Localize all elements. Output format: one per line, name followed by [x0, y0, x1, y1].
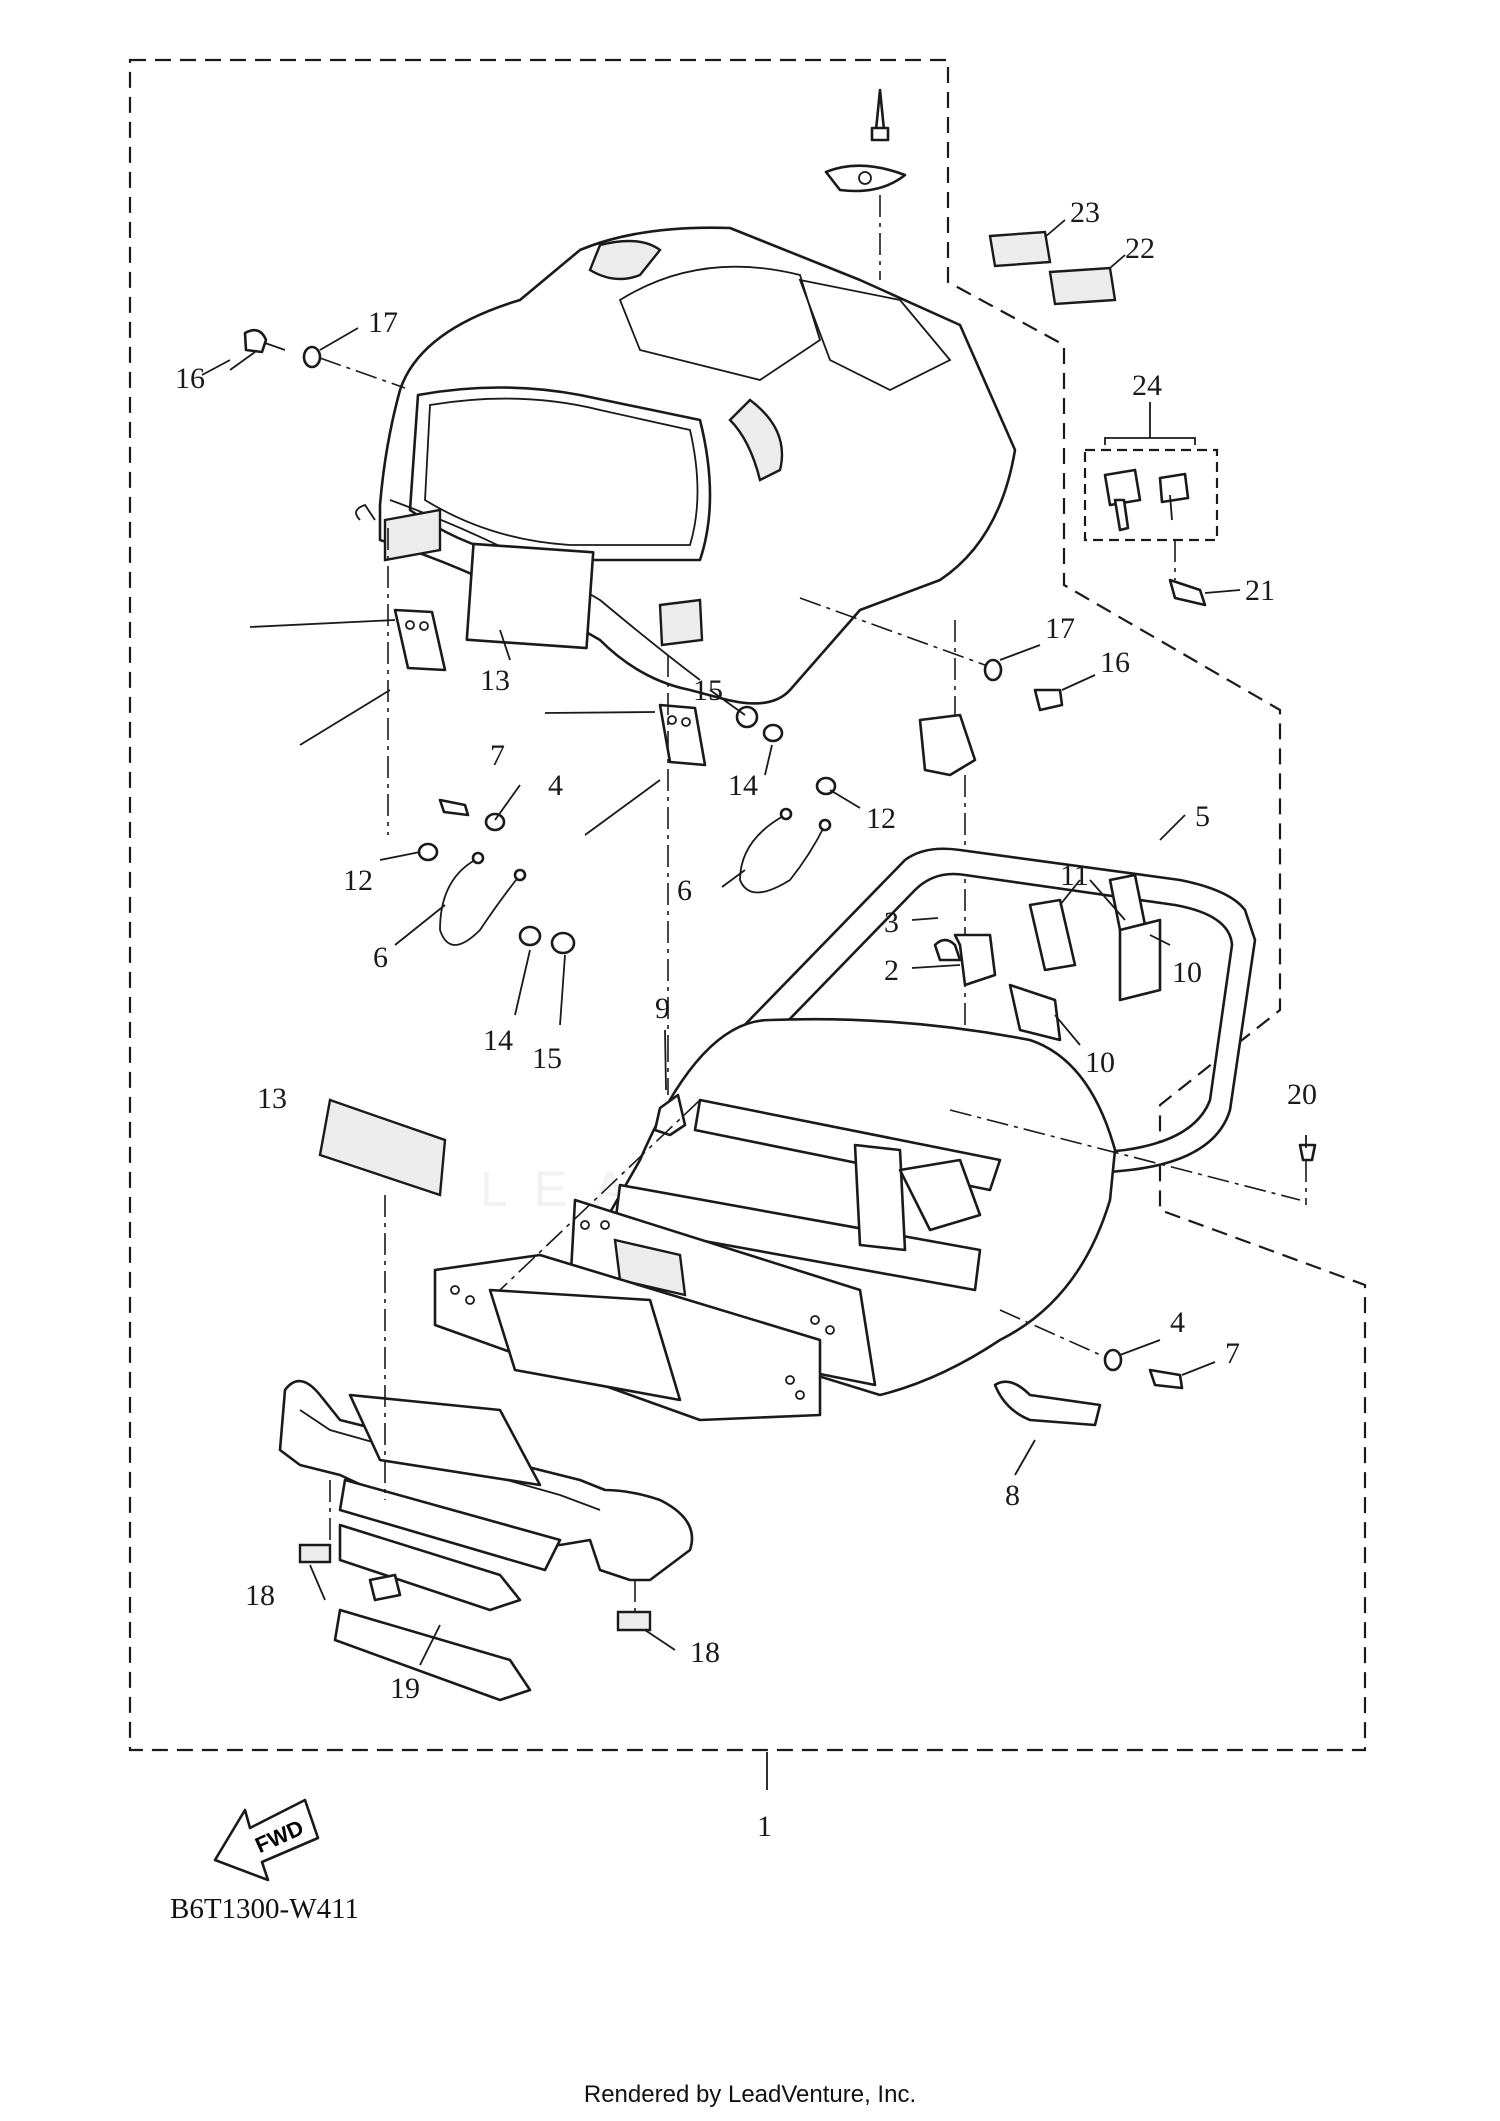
assembly-boundary [128, 58, 1367, 1752]
callout-10-lower: 10 [1085, 1046, 1115, 1079]
hinge-left [249, 528, 447, 835]
label-13-lower [318, 1098, 447, 1197]
fwd-arrow-icon: FWD [213, 1798, 320, 1882]
callout-15-right: 15 [693, 674, 723, 707]
hinge-right [544, 655, 707, 1040]
rear-bumper [278, 1379, 694, 1582]
decal-22 [1048, 266, 1117, 306]
callout-6-right: 6 [677, 874, 692, 907]
grab-handle [433, 1253, 822, 1422]
callout-7-left: 7 [490, 739, 505, 772]
callout-17-left: 17 [368, 306, 398, 339]
callout-17-right: 17 [1045, 612, 1075, 645]
callout-16-right: 16 [1100, 646, 1130, 679]
callout-19: 19 [390, 1672, 420, 1705]
label-13-top [465, 542, 595, 650]
latch [918, 713, 977, 777]
callout-4-right: 4 [1170, 1306, 1185, 1339]
callout-16-left: 16 [175, 362, 205, 395]
bracket-2 [953, 933, 997, 987]
callout-22: 22 [1125, 232, 1155, 265]
callout-23: 23 [1070, 196, 1100, 229]
callout-1: 1 [757, 1810, 772, 1843]
callout-14-right: 14 [728, 769, 758, 802]
callout-12-right: 12 [866, 802, 896, 835]
callout-3: 3 [884, 906, 899, 939]
callout-2: 2 [884, 954, 899, 987]
callout-9: 9 [655, 992, 670, 1025]
pad-18-right [616, 1610, 652, 1632]
callout-13-lower: 13 [257, 1082, 287, 1115]
callout-13-top: 13 [480, 664, 510, 697]
trunk-lid [355, 226, 1017, 705]
callout-14-left: 14 [483, 1024, 513, 1057]
callout-20: 20 [1287, 1078, 1317, 1111]
bracket-10 [1008, 983, 1062, 1042]
bracket-9 [653, 1093, 687, 1137]
pad-18-left [298, 1543, 332, 1564]
callout-6-left: 6 [373, 941, 388, 974]
strap-8 [993, 1380, 1102, 1427]
cable-left [439, 859, 521, 946]
callout-10-upper: 10 [1172, 956, 1202, 989]
top-rivet [824, 88, 907, 280]
diagram-code: B6T1300-W411 [170, 1893, 360, 1925]
clip-20 [1298, 1143, 1317, 1162]
callout-15-left: 15 [532, 1042, 562, 1075]
clip-21 [1168, 578, 1207, 607]
callout-4-left: 4 [548, 769, 563, 802]
callout-18-left: 18 [245, 1579, 275, 1612]
callout-12-left: 12 [343, 864, 373, 897]
callout-18-right: 18 [690, 1636, 720, 1669]
callout-24: 24 [1132, 369, 1162, 402]
callout-5: 5 [1195, 800, 1210, 833]
cable-right [739, 814, 826, 894]
callout-11: 11 [1060, 859, 1089, 892]
bracket-19 [338, 1523, 522, 1612]
render-credit: Rendered by LeadVenture, Inc. [583, 2081, 917, 2108]
callout-7-right: 7 [1225, 1337, 1240, 1370]
decal-23 [988, 230, 1052, 268]
key-set-box [1083, 448, 1219, 542]
callout-21: 21 [1245, 574, 1275, 607]
bracket-11 [1028, 898, 1077, 972]
callout-8: 8 [1005, 1479, 1020, 1512]
